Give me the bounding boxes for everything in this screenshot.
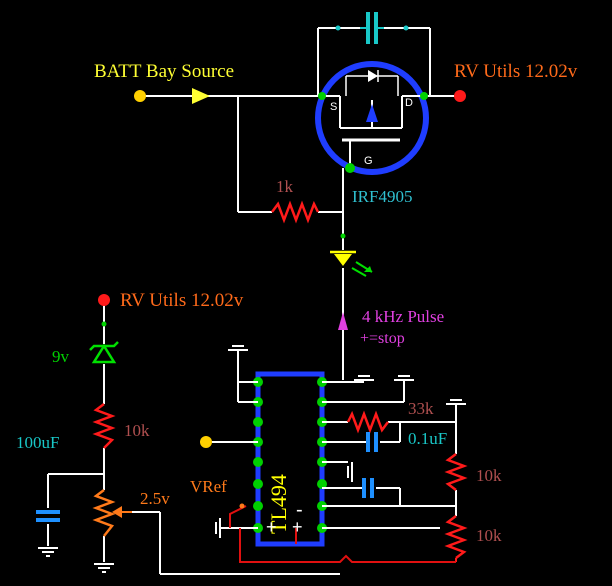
rv-utils-left-terminal[interactable] [98,294,110,306]
rv-utils-top-label: RV Utils 12.02v [454,61,578,82]
node [101,321,107,327]
vref-node [239,503,245,509]
rv-utils-left-label: RV Utils 12.02v [120,290,244,311]
capacitor-comp [362,478,374,498]
resistor-10k-zener [92,403,116,449]
p-channel-mosfet-icon [315,61,429,175]
capacitor-100uf-label: 100uF [16,433,60,452]
vref-label: VRef [190,477,227,496]
resistor-10k-div-bottom [444,515,468,559]
zener-diode-icon [89,341,119,364]
pot-voltage-label: 2.5v [140,489,170,508]
resistor-33k-label: 33k [408,399,434,418]
capacitor-100uf [36,510,60,522]
red-wires [229,505,456,563]
ic-wires [212,350,457,529]
pulse-note-label: +=stop [360,330,405,347]
resistor-1k-label: 1k [276,177,293,196]
mosfet-s-label: S [330,101,338,113]
resistor-10k-zener-label: 10k [124,421,150,440]
ic-plus-right-label: + [292,517,303,537]
resistor-10k-div-bottom-label: 10k [476,526,502,545]
resistor-10k-div-top-label: 10k [476,466,502,485]
left-wires [47,300,340,575]
capacitor-0-1uf [366,432,378,452]
pulse-label: 4 kHz Pulse [362,307,445,326]
led-icon [330,233,373,277]
batt-source-label: BATT Bay Source [94,61,235,82]
ic-input-dot[interactable] [200,436,212,448]
batt-source-terminal[interactable] [134,90,146,102]
pulse-arrow [338,312,348,330]
ic-minus-label: - [296,499,303,521]
mosfet-part-label: IRF4905 [352,187,413,206]
resistor-33k [346,410,389,434]
capacitor-0-1uf-label: 0.1uF [408,429,448,448]
input-arrow [192,88,210,104]
ic-plus-left-label: + [266,517,277,537]
mosfet-d-label: D [405,97,413,109]
top-capacitor [335,12,409,44]
mosfet-g-label: G [364,155,373,167]
rv-utils-top-terminal[interactable] [454,90,466,102]
potentiometer [92,489,132,537]
resistor-1k [271,200,320,224]
zener-label: 9v [52,347,69,366]
resistor-10k-div-top [444,453,468,491]
top-wires [140,27,460,380]
